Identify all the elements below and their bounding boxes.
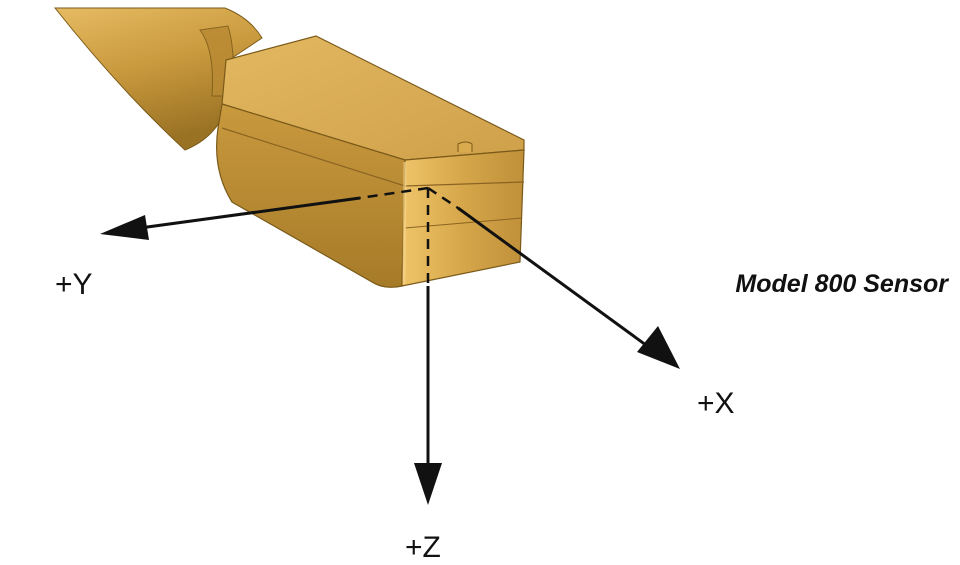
axis-x-hidden [427, 186, 459, 210]
sensor-body [53, 7, 525, 288]
sensor-side-face [216, 103, 406, 288]
axis-arrows [100, 186, 680, 505]
sensor-notch [457, 141, 473, 152]
sensor-title: Model 800 Sensor [735, 270, 949, 298]
axis-y-line [139, 196, 361, 230]
axis-z-arrowhead [414, 463, 442, 505]
axis-y-arrowhead [100, 215, 149, 240]
axis-y-label: +Y [55, 268, 93, 301]
axis-z-label: +Z [405, 531, 441, 564]
sensor-front-highlight [402, 161, 407, 285]
axis-x-line [457, 206, 651, 350]
axis-y-hidden [359, 186, 429, 200]
sensor-front-face [401, 149, 525, 287]
axis-x-label: +X [697, 387, 735, 420]
axis-x-arrowhead [637, 326, 680, 369]
sensor-seam-lower [404, 217, 523, 229]
